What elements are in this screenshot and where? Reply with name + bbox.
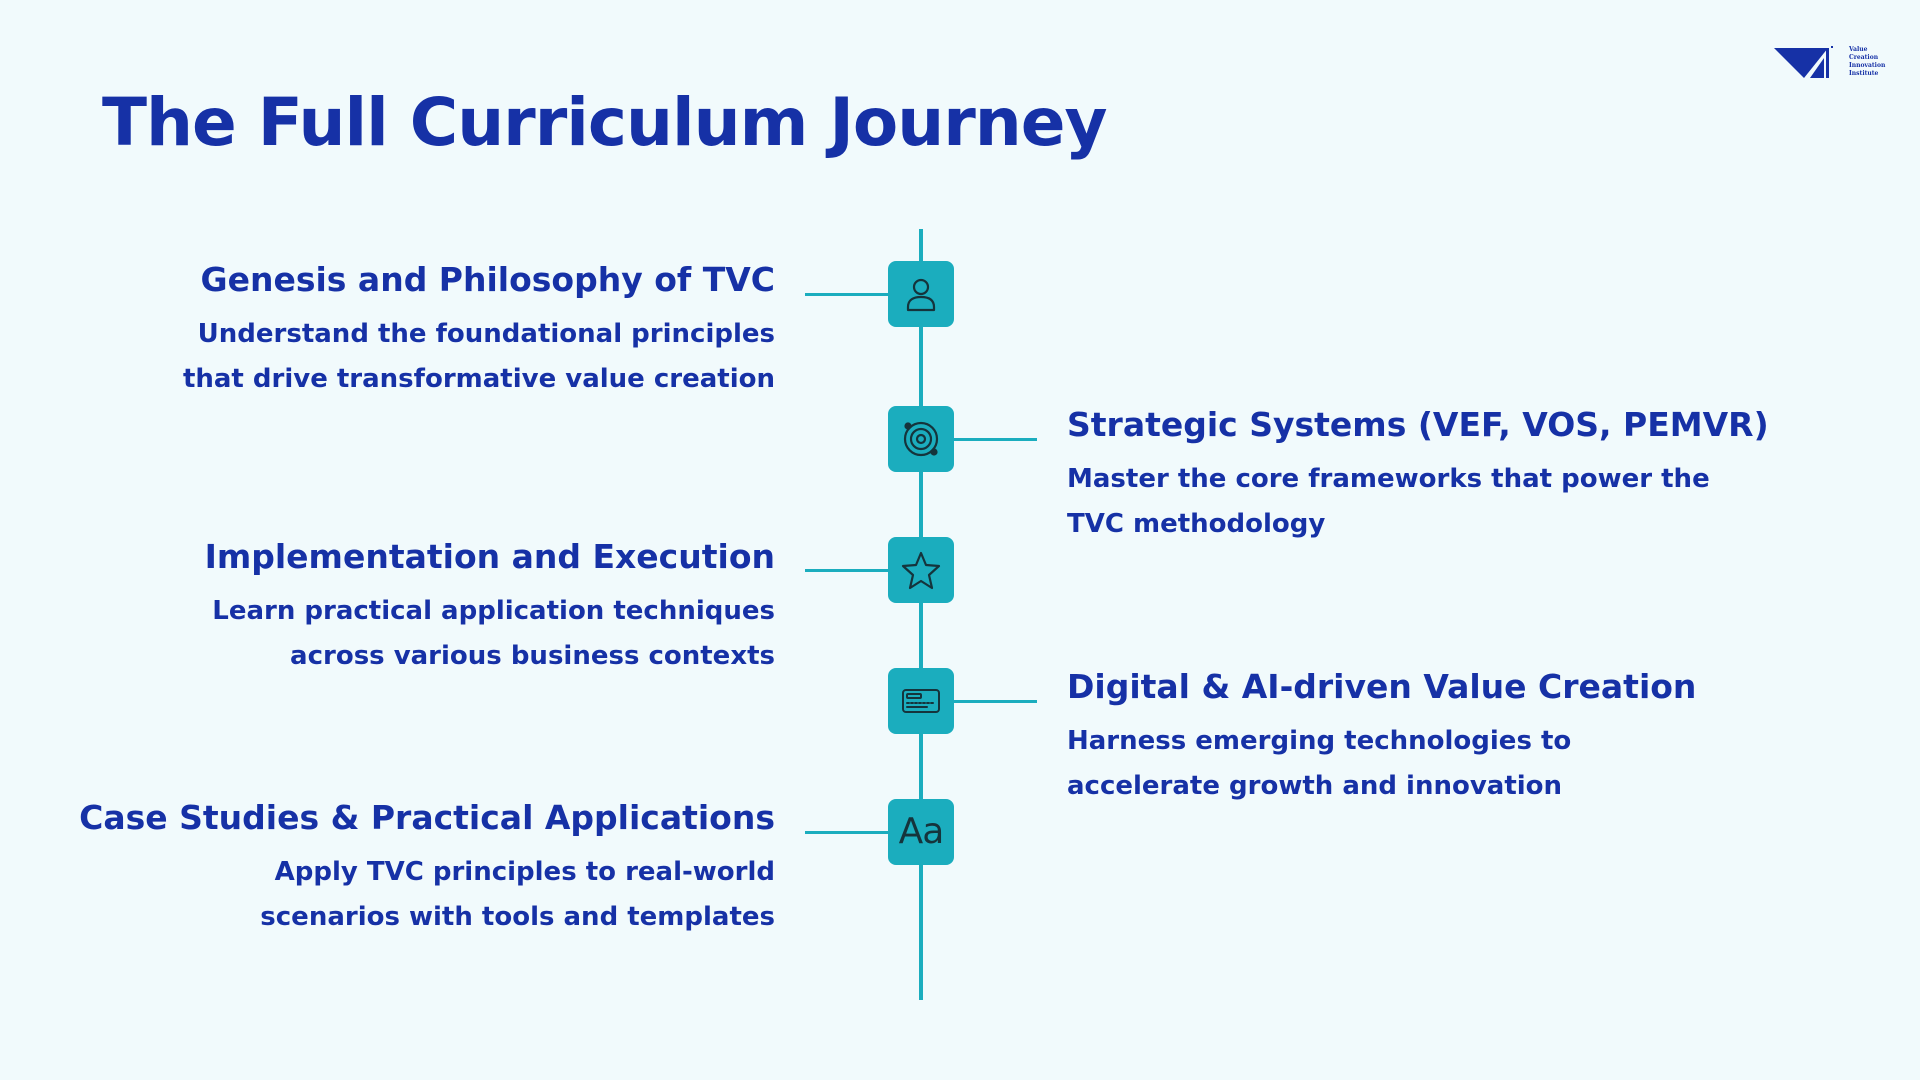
timeline-line	[919, 229, 923, 1000]
step-4-icon-box	[888, 668, 954, 734]
connector-step-1	[805, 293, 891, 296]
step-1-icon-box	[888, 261, 954, 327]
step-5: Case Studies & Practical Applications Ap…	[55, 794, 775, 940]
step-description: Learn practical application techniques a…	[212, 596, 775, 671]
step-1: Genesis and Philosophy of TVC Understand…	[55, 256, 775, 402]
step-5-icon-box: Aa	[888, 799, 954, 865]
step-title: Strategic Systems (VEF, VOS, PEMVR)	[1067, 405, 1769, 444]
keyboard-icon	[902, 689, 940, 713]
step-title: Genesis and Philosophy of TVC	[200, 260, 776, 299]
target-icon	[903, 421, 939, 457]
logo-text: Value Creation Innovation Institute	[1849, 46, 1885, 78]
step-title: Digital & AI-driven Value Creation	[1067, 667, 1697, 706]
logo-icon	[1774, 46, 1833, 78]
font-icon: Aa	[898, 811, 945, 852]
connector-step-3	[805, 569, 891, 572]
step-description: Harness emerging technologies to acceler…	[1067, 726, 1572, 801]
step-title: Implementation and Execution	[204, 537, 775, 576]
page-title: The Full Curriculum Journey	[102, 84, 1108, 161]
connector-step-4	[951, 700, 1037, 703]
step-description: Apply TVC principles to real-world scena…	[260, 857, 775, 932]
connector-step-5	[805, 831, 891, 834]
step-description: Understand the foundational principles t…	[182, 319, 775, 394]
user-icon	[906, 278, 936, 312]
logo-line: Institute	[1849, 70, 1879, 77]
logo-line: Value	[1849, 46, 1868, 53]
step-3-icon-box	[888, 537, 954, 603]
step-3: Implementation and Execution Learn pract…	[55, 533, 775, 679]
step-description: Master the core frameworks that power th…	[1067, 464, 1710, 539]
step-2-icon-box	[888, 406, 954, 472]
connector-step-2	[951, 438, 1037, 441]
step-2: Strategic Systems (VEF, VOS, PEMVR) Mast…	[1067, 401, 1787, 547]
star-icon	[901, 551, 941, 590]
step-4: Digital & AI-driven Value Creation Harne…	[1067, 663, 1787, 809]
logo-line: Innovation	[1849, 62, 1886, 69]
logo-line: Creation	[1849, 54, 1879, 61]
step-title: Case Studies & Practical Applications	[79, 798, 775, 837]
